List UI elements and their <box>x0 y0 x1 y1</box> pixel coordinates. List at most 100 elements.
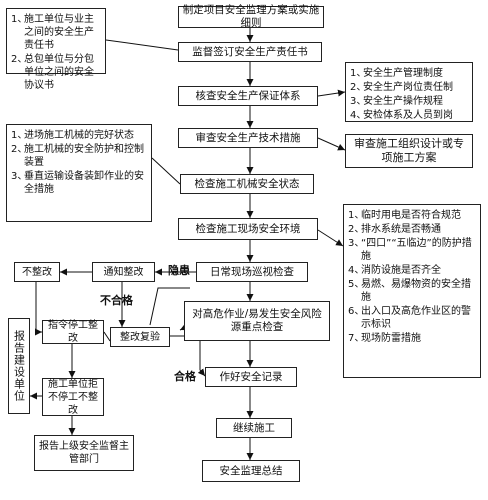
item-number: 1、 <box>348 210 365 221</box>
flow-step-summary-text: 安全监理总结 <box>219 464 283 477</box>
label-qualified: 合格 <box>174 370 196 383</box>
item-number: 7、 <box>348 333 365 344</box>
item-number: 6、 <box>348 306 365 317</box>
item-text: 排水系统是否畅通 <box>361 224 441 235</box>
flow-step-environment: 检查施工现场安全环境 <box>178 218 318 240</box>
line-unqualified <box>149 287 190 326</box>
flow-step-machinery: 检查施工机械安全状态 <box>180 174 314 194</box>
flow-step-environment-text: 检查施工现场安全环境 <box>195 222 301 235</box>
flow-step-system-text: 核查安全生产保证体系 <box>195 89 301 102</box>
flow-step-continue: 继续施工 <box>216 418 292 438</box>
item-number: 3、 <box>11 171 28 182</box>
note-tech-plan: 审查施工组织设计或专项施工方案 <box>345 134 473 168</box>
note-environment-item: 4、消防设施是否齐全 <box>348 264 476 277</box>
flow-step-key-check: 对高危作业/易发生安全风险源重点检查 <box>184 301 330 341</box>
flow-step-summary: 安全监理总结 <box>202 460 300 482</box>
box-not-fixed-text: 不整改 <box>22 266 52 278</box>
flow-step-key-check-text: 对高危作业/易发生安全风险源重点检查 <box>192 308 322 333</box>
item-text: 现场防雷措施 <box>361 333 421 344</box>
item-number: 1、 <box>11 14 28 25</box>
flow-step-record-text: 作好安全记录 <box>219 370 283 383</box>
box-refuse-text: 施工单位拒不停工不整改 <box>48 378 98 416</box>
flow-step-tech: 审查安全生产技术措施 <box>178 128 318 148</box>
line-stoporder-review <box>103 331 111 342</box>
item-text: 临时用电是否符合规范 <box>361 210 461 221</box>
item-text: 进场施工机械的完好状态 <box>24 130 134 141</box>
item-number: 5、 <box>348 279 365 290</box>
item-number: 1、 <box>350 68 367 79</box>
note-environment-item: 7、现场防雷措施 <box>348 332 476 345</box>
item-text: 垂直运输设备装卸作业的安全措施 <box>24 171 144 195</box>
item-text: 施工单位与业主之间的安全生产责任书 <box>24 14 94 51</box>
note-tech-plan-text: 审查施工组织设计或专项施工方案 <box>354 137 464 164</box>
note-machinery-item: 2、施工机械的安全防护和控制装置 <box>11 143 147 169</box>
link-environment <box>317 229 344 247</box>
box-report-upper-text: 报告上级安全监督主管部门 <box>39 441 129 465</box>
item-text: 易燃、易爆物资的安全措施 <box>361 279 471 303</box>
box-review: 整改复验 <box>110 327 170 347</box>
box-refuse: 施工单位拒不停工不整改 <box>42 378 104 416</box>
item-number: 3、 <box>350 96 367 107</box>
flow-step-responsibility-text: 监督签订安全生产责任书 <box>192 45 308 58</box>
box-review-text: 整改复验 <box>120 331 160 343</box>
box-notice-rectify: 通知整改 <box>92 262 155 282</box>
link-machinery <box>151 157 181 185</box>
note-responsibility: 1、施工单位与业主之间的安全生产责任书 2、总包单位与分包单位之间的安全协议书 <box>6 8 106 91</box>
item-number: 2、 <box>350 82 367 93</box>
note-environment: 1、临时用电是否符合规范 2、排水系统是否畅通 3、“四口”“五临边”的防护措施… <box>343 204 481 378</box>
item-text: “四口”“五临边”的防护措施 <box>361 238 472 262</box>
note-environment-item: 6、出入口及高危作业区的警示标识 <box>348 305 476 331</box>
note-system-item: 1、安全生产管理制度 <box>350 67 468 80</box>
note-machinery-item: 3、垂直运输设备装卸作业的安全措施 <box>11 170 147 196</box>
box-report-owner: 报告建设单位 <box>8 318 30 414</box>
flow-step-record: 作好安全记录 <box>205 367 297 387</box>
flow-step-plan-text: 制定项目安全监理方案或实施细则 <box>182 4 320 29</box>
box-notice-rectify-text: 通知整改 <box>103 266 144 278</box>
item-text: 安全生产岗位责任制 <box>363 82 453 93</box>
note-system-item: 2、安全生产岗位责任制 <box>350 81 468 94</box>
item-number: 4、 <box>348 265 365 276</box>
box-not-fixed: 不整改 <box>14 262 60 282</box>
item-text: 施工机械的安全防护和控制装置 <box>24 144 144 168</box>
box-report-upper: 报告上级安全监督主管部门 <box>34 435 134 471</box>
flow-step-machinery-text: 检查施工机械安全状态 <box>194 177 300 190</box>
flow-step-responsibility: 监督签订安全生产责任书 <box>178 42 322 62</box>
box-stop-order: 指令停工整改 <box>42 320 104 344</box>
note-environment-item: 3、“四口”“五临边”的防护措施 <box>348 237 476 263</box>
note-responsibility-item: 1、施工单位与业主之间的安全生产责任书 <box>11 13 101 52</box>
note-responsibility-item: 2、总包单位与分包单位之间的安全协议书 <box>11 53 101 92</box>
link-tech <box>317 137 346 151</box>
link-responsibility <box>105 39 179 51</box>
item-number: 2、 <box>11 54 28 65</box>
note-environment-item: 5、易燃、易爆物资的安全措施 <box>348 278 476 304</box>
item-number: 4、 <box>350 110 367 121</box>
box-report-owner-text: 报告建设单位 <box>12 330 26 402</box>
flow-step-continue-text: 继续施工 <box>233 421 275 434</box>
item-text: 安全生产操作规程 <box>363 96 443 107</box>
flow-step-patrol: 日常现场巡视检查 <box>196 262 308 282</box>
note-environment-item: 2、排水系统是否畅通 <box>348 223 476 236</box>
item-text: 总包单位与分包单位之间的安全协议书 <box>24 54 94 91</box>
item-text: 消防设施是否齐全 <box>361 265 441 276</box>
note-system: 1、安全生产管理制度 2、安全生产岗位责任制 3、安全生产操作规程 4、安检体系… <box>345 62 473 122</box>
flow-step-plan: 制定项目安全监理方案或实施细则 <box>178 4 324 29</box>
label-unqualified: 不合格 <box>100 294 133 307</box>
flow-step-tech-text: 审查安全生产技术措施 <box>195 131 301 144</box>
item-text: 出入口及高危作业区的警示标识 <box>361 306 471 330</box>
flow-step-patrol-text: 日常现场巡视检查 <box>210 265 294 278</box>
note-system-item: 4、安检体系及人员到岗 <box>350 109 468 122</box>
item-number: 3、 <box>348 238 365 249</box>
item-number: 2、 <box>11 144 28 155</box>
label-hazard: 隐患 <box>168 264 190 277</box>
item-number: 1、 <box>11 130 28 141</box>
box-stop-order-text: 指令停工整改 <box>48 320 98 344</box>
item-text: 安检体系及人员到岗 <box>363 110 453 121</box>
flow-step-system: 核查安全生产保证体系 <box>178 86 318 106</box>
item-text: 安全生产管理制度 <box>363 68 443 79</box>
note-machinery-item: 1、进场施工机械的完好状态 <box>11 129 147 142</box>
item-number: 2、 <box>348 224 365 235</box>
note-system-item: 3、安全生产操作规程 <box>350 95 468 108</box>
link-system <box>317 89 346 97</box>
